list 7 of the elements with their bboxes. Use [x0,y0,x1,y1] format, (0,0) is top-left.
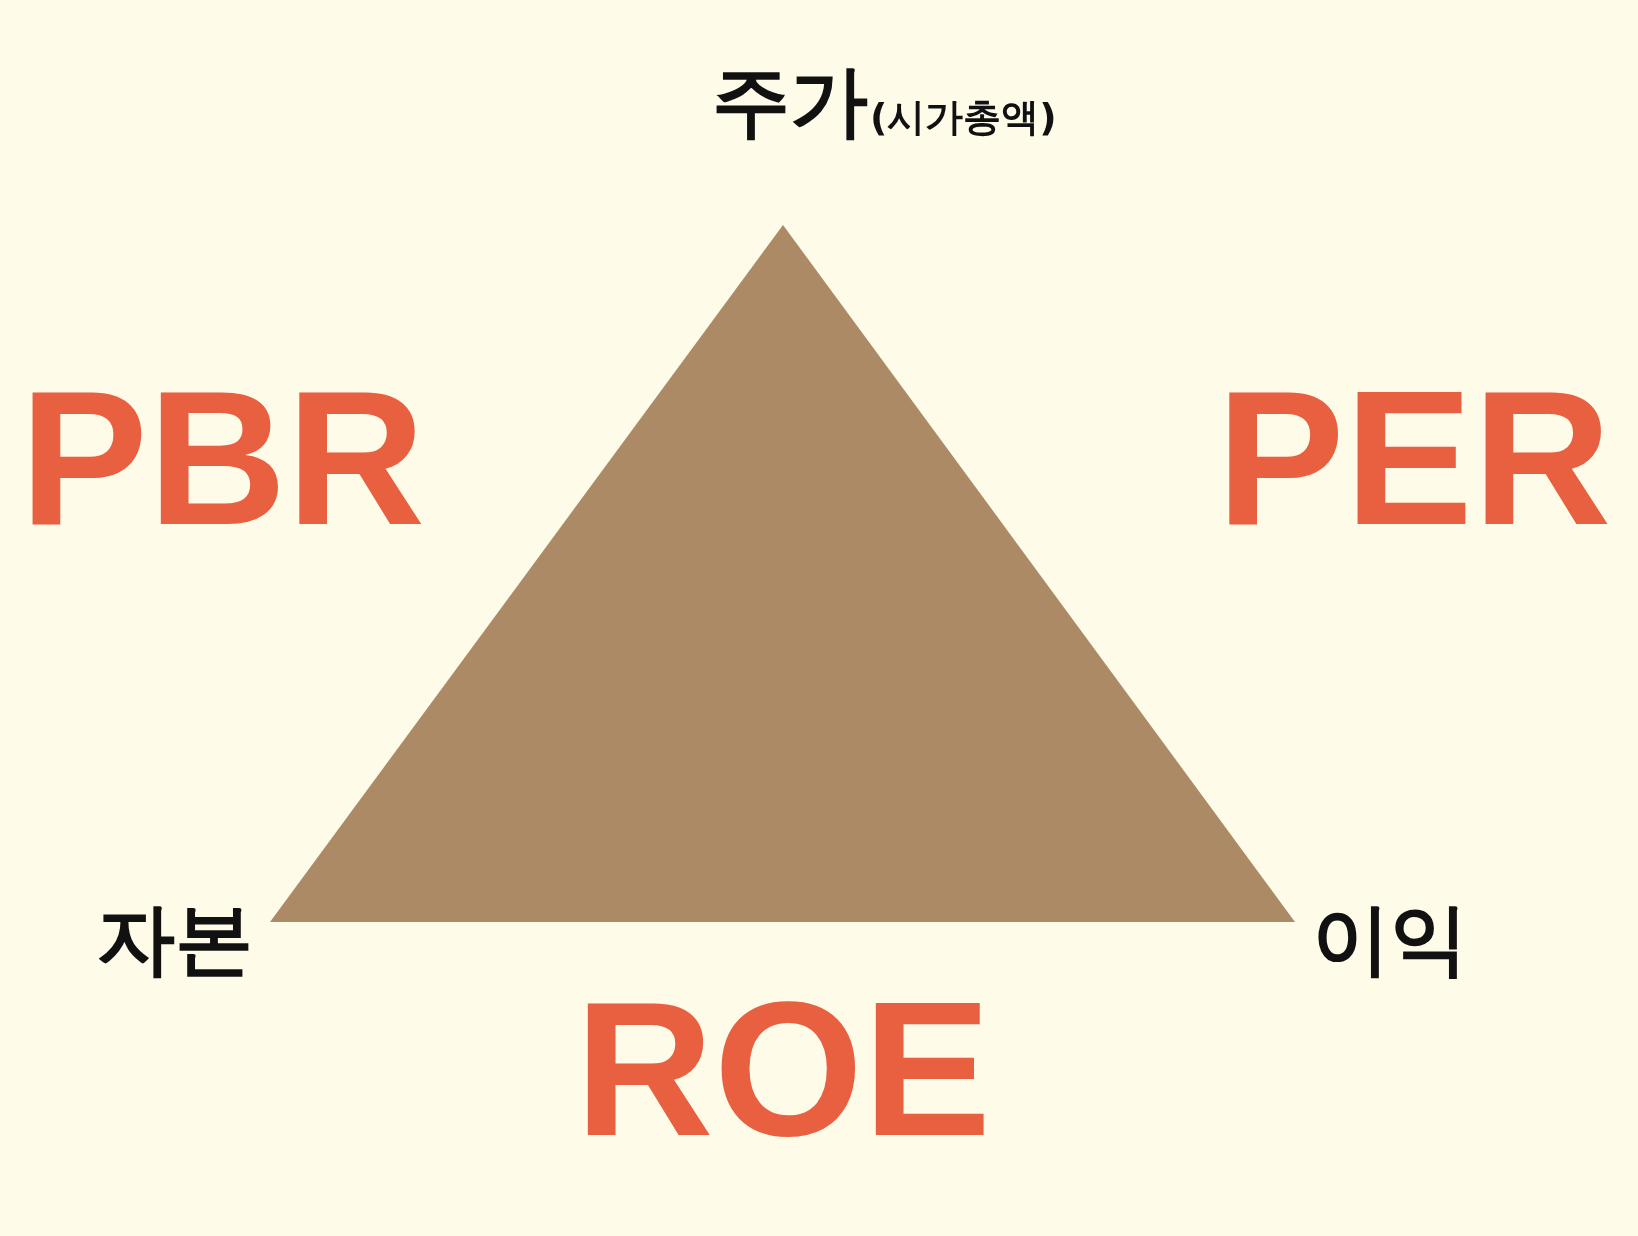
vertex-label: 이익 [1311,900,1469,978]
vertex-note: (시가총액) [870,98,1058,136]
ratio-label: PER [1215,362,1613,554]
vertex-label: 주가 [711,62,868,140]
ratio-label: PBR [18,362,427,554]
vertex-label: 자본 [96,900,254,978]
ratio-label: ROE [573,973,993,1165]
